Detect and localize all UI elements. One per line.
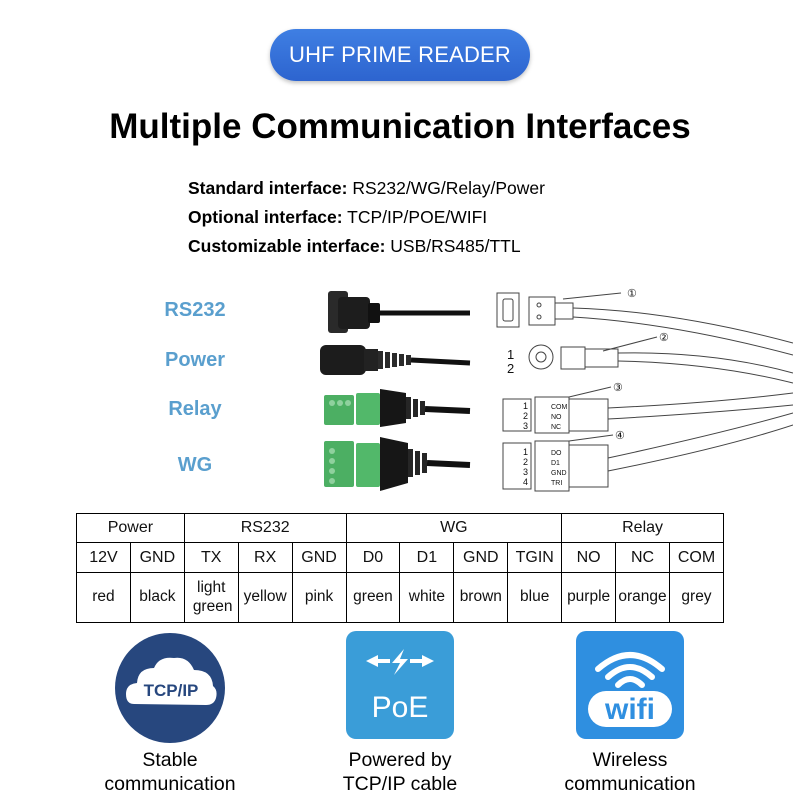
color-cell: yellow: [237, 572, 293, 623]
callout-4: ④: [615, 430, 625, 442]
color-cell: brown: [453, 572, 509, 623]
caption-line: Wireless: [592, 749, 668, 771]
caption-poe: Powered by TCP/IP cable: [285, 748, 515, 796]
poe-icon-text: PoE: [372, 691, 429, 724]
wg-terminal-icon: [324, 437, 471, 491]
pin-cell: D1: [399, 542, 455, 573]
color-cell: grey: [668, 572, 725, 623]
poe-icon: PoE: [346, 631, 454, 739]
pin-cell: TX: [183, 542, 239, 573]
spec-label: Customizable interface:: [188, 236, 386, 256]
interface-label-power: Power: [164, 349, 226, 371]
caption-line: Powered by: [348, 749, 452, 771]
spec-customizable: Customizable interface: USB/RS485/TTL: [188, 236, 521, 257]
color-cell: pink: [291, 572, 347, 623]
caption-line: communication: [564, 773, 696, 795]
relay-num-2: 2: [523, 411, 528, 421]
color-cell: light green: [183, 572, 239, 623]
pin-cell: GND: [453, 542, 509, 573]
pin-color-table: Power RS232 WG Relay 12V GND TX RX GND D…: [76, 513, 725, 623]
pin-cell: 12V: [76, 542, 131, 573]
tcp-ip-icon: TCP/IP: [115, 633, 225, 743]
pin-cell: NO: [561, 542, 617, 573]
power-jack-icon: [320, 345, 471, 375]
wg-pin-do: DO: [551, 450, 562, 457]
color-cell: orange: [615, 572, 670, 623]
wg-pin-gnd: GND: [551, 470, 567, 477]
wg-pin-tri: TRI: [551, 480, 562, 487]
relay-num-3: 3: [523, 421, 528, 431]
group-wg: WG: [345, 513, 563, 543]
wg-num-2: 2: [523, 457, 528, 467]
power-pin-1: 1: [507, 347, 514, 362]
color-cell: green: [345, 572, 401, 623]
table-row: red black light green yellow pink green …: [76, 572, 725, 623]
caption-line: communication: [104, 773, 236, 795]
wg-num-4: 4: [523, 477, 528, 487]
caption-tcp-ip: Stable communication: [55, 748, 285, 796]
connector-photo: [320, 291, 471, 491]
table-row: 12V GND TX RX GND D0 D1 GND TGIN NO NC C…: [76, 542, 725, 573]
pin-cell: GND: [129, 542, 185, 573]
wg-pin-d1: D1: [551, 460, 560, 467]
spec-value: USB/RS485/TTL: [390, 236, 521, 256]
spec-label: Optional interface:: [188, 207, 343, 227]
color-cell: black: [129, 572, 185, 623]
page-title: Multiple Communication Interfaces: [109, 107, 691, 146]
table-header-row: Power RS232 WG Relay: [76, 513, 724, 543]
interface-label-rs232: RS232: [164, 299, 226, 321]
relay-num-1: 1: [523, 401, 528, 411]
pin-cell: D0: [345, 542, 401, 573]
relay-pin-no: NO: [551, 414, 562, 421]
pin-cell: GND: [291, 542, 347, 573]
tcp-ip-icon-text: TCP/IP: [144, 681, 199, 700]
spec-value: RS232/WG/Relay/Power: [352, 178, 545, 198]
color-cell: red: [76, 572, 131, 623]
color-cell: purple: [561, 572, 617, 623]
power-pin-2: 2: [507, 361, 514, 376]
group-relay: Relay: [561, 513, 724, 543]
callout-3: ③: [613, 382, 623, 394]
wifi-icon: wifi: [576, 631, 684, 739]
caption-wifi: Wireless communication: [515, 748, 745, 796]
spec-standard: Standard interface: RS232/WG/Relay/Power: [188, 178, 545, 199]
wg-num-3: 3: [523, 467, 528, 477]
spec-optional: Optional interface: TCP/IP/POE/WIFI: [188, 207, 487, 228]
pin-cell: TGIN: [507, 542, 563, 573]
pin-cell: COM: [668, 542, 725, 573]
caption-line: Stable: [142, 749, 198, 771]
relay-pin-nc: NC: [551, 424, 561, 431]
callout-1: ①: [627, 288, 637, 300]
caption-line: TCP/IP cable: [342, 773, 458, 795]
wiring-diagram: ① ② ③ ④ 1 2 COM NO NC 1 2 3 DO D1 GND TR…: [496, 288, 793, 492]
interface-label-wg: WG: [177, 454, 213, 476]
group-power: Power: [76, 513, 185, 543]
db9-connector-icon: [328, 291, 470, 333]
color-cell: blue: [507, 572, 563, 623]
group-rs232: RS232: [183, 513, 347, 543]
spec-value: TCP/IP/POE/WIFI: [347, 207, 488, 227]
wifi-icon-text: wifi: [604, 693, 655, 726]
pin-cell: RX: [237, 542, 293, 573]
spec-label: Standard interface:: [188, 178, 348, 198]
callout-2: ②: [659, 332, 669, 344]
wg-num-1: 1: [523, 447, 528, 457]
relay-terminal-icon: [324, 389, 471, 427]
relay-pin-com: COM: [551, 404, 568, 411]
pin-cell: NC: [615, 542, 670, 573]
color-cell: white: [399, 572, 455, 623]
interface-label-relay: Relay: [168, 398, 222, 420]
product-badge: UHF PRIME READER: [270, 29, 530, 81]
